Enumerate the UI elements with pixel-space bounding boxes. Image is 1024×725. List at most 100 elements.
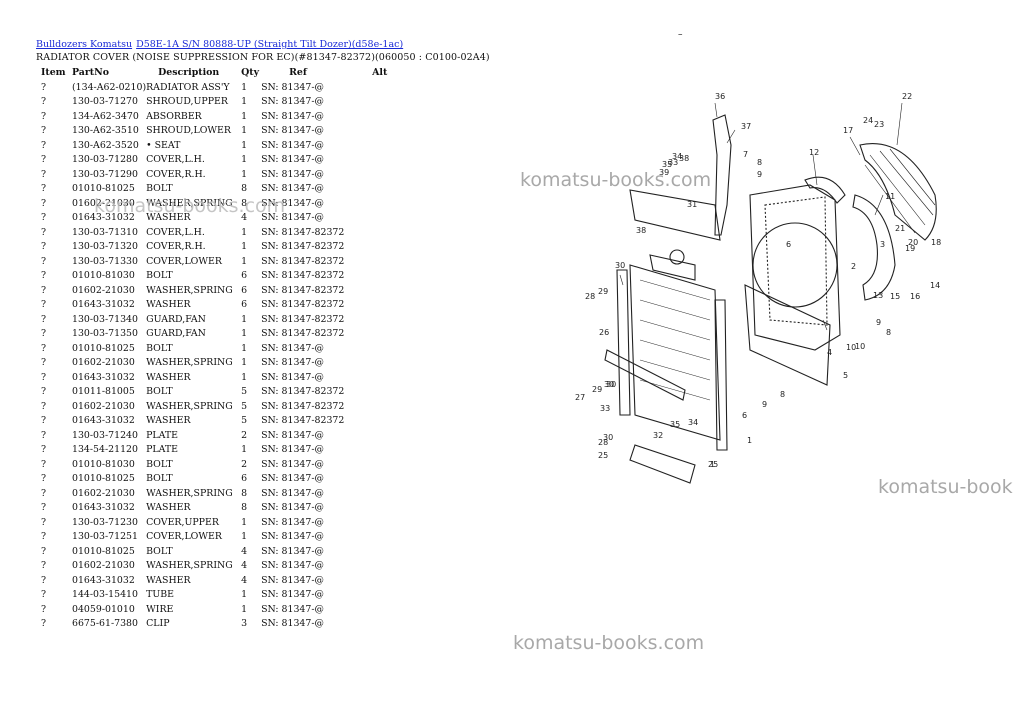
diagram-part-shroud-upper [629, 189, 721, 241]
cell-alt [368, 196, 402, 211]
header-qty: Qty [241, 67, 260, 78]
cell-qty: 1 [241, 139, 248, 151]
diagram-callout-label: 10 [855, 342, 865, 351]
cell-description: TUBE [146, 589, 174, 601]
cell-qty: 1 [241, 444, 248, 456]
cell-alt [368, 211, 402, 226]
cell-alt [368, 515, 402, 530]
cell-qty: 4 [241, 212, 248, 224]
cell-item: ? [41, 444, 47, 456]
diagram-callout-label: 11 [885, 192, 895, 201]
cell-qty: 1 [241, 125, 248, 137]
diagram-callout-label: 30 [606, 380, 616, 389]
cell-partno: 01643-31032 [72, 415, 135, 427]
diagram-callout-label: 30 [604, 380, 614, 389]
diagram-callout-label: 18 [931, 238, 941, 247]
cell-partno: 134-A62-3470 [72, 110, 139, 122]
cell-description: COVER,R.H. [146, 168, 206, 180]
diagram-callout-label: 13 [873, 291, 883, 300]
breadcrumb-link-brand[interactable]: Bulldozers Komatsu [36, 39, 133, 50]
cell-alt [368, 254, 402, 269]
cell-alt [368, 457, 402, 472]
diagram-callout-label: 15 [890, 292, 900, 301]
cell-item: ? [41, 241, 47, 253]
diagram-callout-label: 36 [715, 92, 725, 101]
cell-ref: SN: 81347-82372 [261, 328, 345, 340]
diagram-part-radiator-top-tank [649, 254, 696, 281]
diagram-callout-label: 26 [599, 328, 609, 337]
diagram-callout-label: 9 [876, 318, 881, 327]
cell-ref: SN: 81347-@ [261, 516, 324, 528]
cell-partno: 130-03-71330 [72, 255, 138, 267]
cell-ref: SN: 81347-@ [261, 444, 324, 456]
cell-description: WASHER,SPRING [146, 400, 233, 412]
diagram-callout-label: 38 [636, 226, 646, 235]
header-alt: Alt [372, 67, 388, 78]
cell-ref: SN: 81347-@ [261, 110, 324, 122]
diagram-callout-label: 8 [780, 390, 785, 399]
cell-partno: 01643-31032 [72, 574, 135, 586]
breadcrumb-link-model[interactable]: D58E-1A S/N 80888-UP (Straight Tilt Doze… [136, 39, 404, 50]
cell-alt [368, 385, 402, 400]
cell-description: BOLT [146, 458, 173, 470]
cell-partno: 01643-31032 [72, 502, 135, 514]
cell-ref: SN: 81347-82372 [261, 270, 345, 282]
diagram-part-cover-upper [804, 176, 846, 204]
cell-description: WASHER,SPRING [146, 560, 233, 572]
cell-ref: SN: 81347-@ [261, 342, 324, 354]
diagram-callout-label: 2 [851, 262, 856, 271]
cell-ref: SN: 81347-@ [261, 183, 324, 195]
diagram-callout-label: 30 [615, 261, 625, 270]
cell-qty: 5 [241, 415, 248, 427]
cell-partno: 130-A62-3520 [72, 139, 139, 151]
cell-partno: (134-A62-0210) [72, 81, 147, 93]
cell-qty: 4 [241, 545, 248, 557]
cell-ref: SN: 81347-@ [261, 212, 324, 224]
cell-description: RADIATOR ASS'Y [146, 81, 230, 93]
cell-description: WIRE [146, 603, 174, 615]
diagram-callout-label: 33 [668, 158, 678, 167]
cell-alt [368, 240, 402, 255]
cell-alt [368, 182, 402, 197]
cell-description: CLIP [146, 618, 170, 630]
diagram-part-radiator-fins [639, 279, 711, 401]
cell-description: BOLT [146, 270, 173, 282]
cell-partno: 01643-31032 [72, 371, 135, 383]
cell-qty: 6 [241, 473, 248, 485]
cell-partno: 01010-81025 [72, 342, 135, 354]
cell-ref: SN: 81347-@ [261, 545, 324, 557]
cell-alt [368, 486, 402, 501]
diagram-callout-label: 1 [710, 460, 715, 469]
diagram-part-guard-mesh [864, 148, 936, 234]
cell-description: ABSORBER [146, 110, 202, 122]
cell-qty: 6 [241, 284, 248, 296]
cell-ref: SN: 81347-@ [261, 125, 324, 137]
watermark: komatsu-books.com [513, 632, 705, 654]
cell-item: ? [41, 357, 47, 369]
diagram-callout-label: 34 [672, 152, 682, 161]
cell-description: BOLT [146, 545, 173, 557]
cell-partno: 130-03-71280 [72, 154, 138, 166]
cell-description: COVER,L.H. [146, 226, 205, 238]
diagram-callout-label: 24 [863, 116, 873, 125]
cell-alt [368, 269, 402, 284]
cell-description: BOLT [146, 386, 173, 398]
cell-alt [368, 588, 402, 603]
cell-partno: 01643-31032 [72, 299, 135, 311]
diagram-callout-label: 16 [910, 292, 920, 301]
diagram-part-cover-lower [604, 349, 686, 401]
